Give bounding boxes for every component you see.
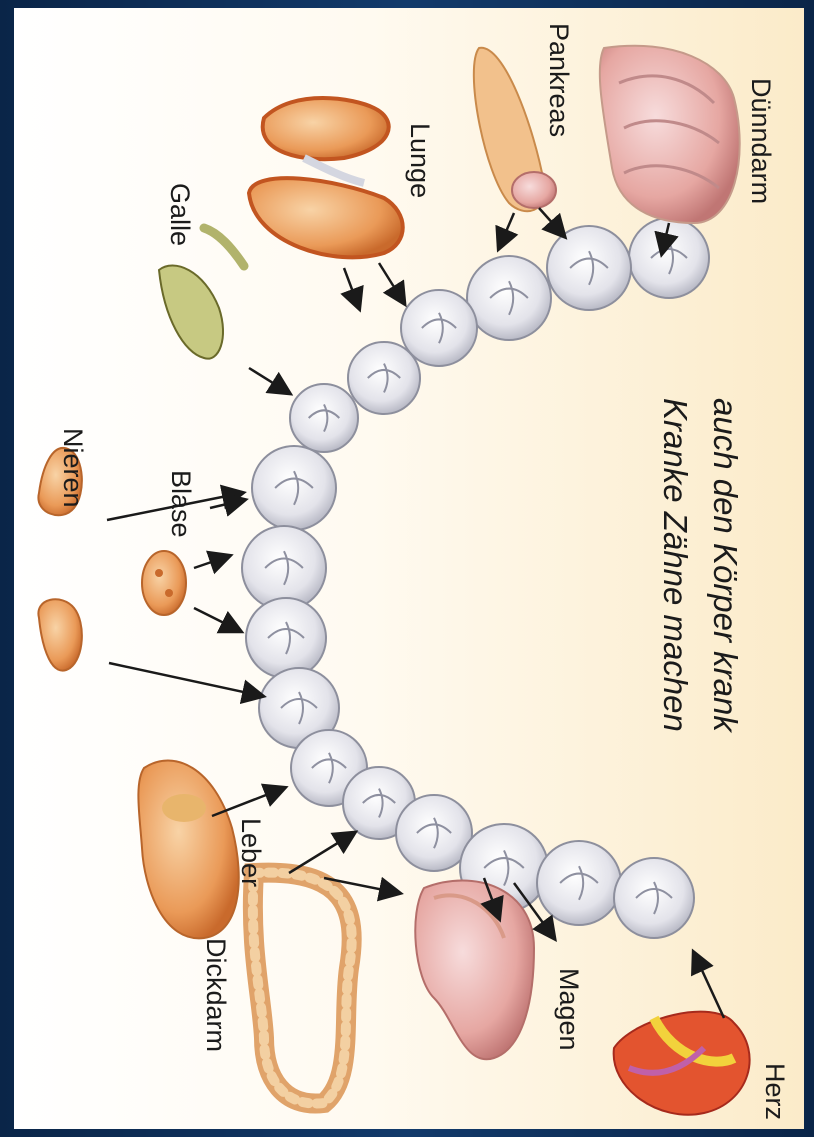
liver-icon [138,761,238,939]
large-intestine-icon [253,873,352,1104]
stomach-icon [415,881,534,1060]
lung-icon [249,98,403,257]
bladder-icon [142,551,186,615]
tooth-icon [629,218,709,298]
small-intestine-icon [600,46,740,223]
illustration-panel: Nieren Blase Galle Lunge Pankreas Dünnda… [14,8,804,1129]
tooth-icon [348,342,420,414]
caption-line-2: auch den Körper krank [707,398,744,733]
label-galle: Galle [165,183,195,246]
tooth-icon [246,598,326,678]
caption-line-1: Kranke Zähne machen [657,398,694,732]
pancreas-icon [474,48,556,211]
gallbladder-icon [159,228,244,359]
tooth-icon [252,446,336,530]
label-nieren: Nieren [58,428,88,508]
teeth-organ-diagram: Nieren Blase Galle Lunge Pankreas Dünnda… [14,8,804,1129]
label-herz: Herz [760,1063,790,1120]
tooth-icon [290,384,358,452]
heart-icon [614,1012,750,1115]
tooth-icon [614,858,694,938]
tooth-icon [467,256,551,340]
teeth-arch [242,218,709,938]
tooth-icon [547,226,631,310]
label-leber: Leber [236,818,266,887]
tooth-icon [537,841,621,925]
label-lunge: Lunge [405,123,435,198]
label-duenndarm: Dünndarm [746,78,776,204]
label-magen: Magen [554,968,584,1051]
label-dickdarm: Dickdarm [201,938,231,1052]
label-pankreas: Pankreas [544,23,574,137]
label-blase: Blase [166,470,196,538]
